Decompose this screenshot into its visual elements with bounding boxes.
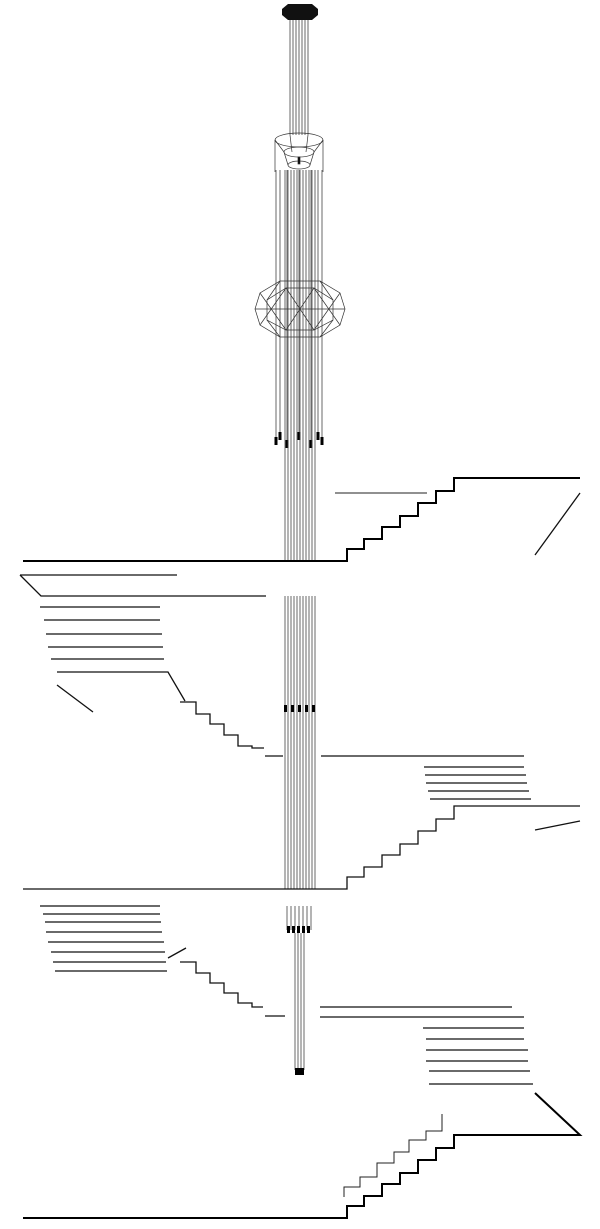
pendant-light-end xyxy=(312,705,315,712)
pendant-light-end xyxy=(302,926,305,933)
lower-staircase xyxy=(23,1092,583,1219)
pendant-light-end xyxy=(278,432,282,440)
pendant-light-end xyxy=(287,926,290,933)
pendant-light-end xyxy=(285,440,289,448)
suspension-cables xyxy=(274,20,324,1075)
pendant-light-end xyxy=(320,437,324,445)
pendant-light-end xyxy=(298,1068,301,1075)
pendant-light-end xyxy=(301,1068,304,1075)
pendant-light-end xyxy=(316,432,320,440)
faceted-pendant-shade xyxy=(254,280,346,338)
pendant-light-end xyxy=(307,926,310,933)
middle-staircase xyxy=(23,805,581,890)
pendant-light-end xyxy=(292,926,295,933)
pendant-light-end xyxy=(284,705,287,712)
upper-staircase xyxy=(23,477,581,562)
pendant-light-end xyxy=(309,440,313,448)
pendant-light-end xyxy=(298,705,301,712)
pendant-light-end xyxy=(295,1068,298,1075)
middle-left-landing xyxy=(19,574,531,800)
pendant-light-end xyxy=(305,705,308,712)
lower-left-landing xyxy=(40,905,533,1085)
pendant-light-end xyxy=(297,926,300,933)
pendant-light-end xyxy=(297,432,301,440)
upper-pendant-shade xyxy=(274,132,324,172)
pendant-light-end xyxy=(291,705,294,712)
pendant-light-end xyxy=(274,437,278,445)
ceiling-canopy xyxy=(282,4,318,20)
